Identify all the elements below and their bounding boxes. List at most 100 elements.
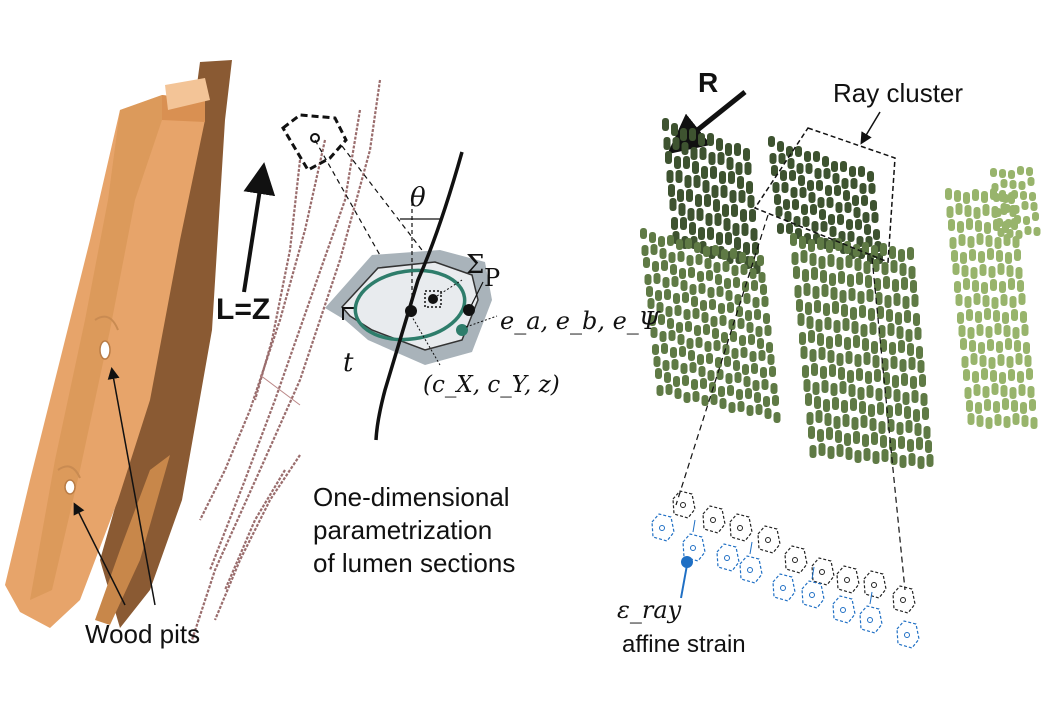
ray-segment [781, 182, 789, 193]
ray-segment [917, 360, 925, 373]
ray-segment [740, 347, 748, 358]
ray-segment [790, 187, 798, 198]
ray-segment [793, 266, 800, 279]
ray-segment [832, 301, 839, 314]
ray-segment [991, 383, 999, 395]
pit-arrow-2 [73, 502, 126, 606]
ray-segment [758, 272, 766, 283]
ray-segment [710, 166, 717, 179]
ray-segment [895, 403, 902, 416]
ray-segment [719, 171, 726, 184]
ray-segment [673, 293, 680, 304]
ray-segment [905, 420, 913, 433]
ray-segment [911, 390, 919, 403]
ray-segment [674, 388, 682, 399]
deformed-cell [859, 605, 883, 634]
ray-segment [662, 118, 669, 131]
ray-segment [682, 375, 689, 386]
ray-segment [824, 413, 832, 426]
ray-segment [976, 415, 984, 427]
cell-correspondence-link [869, 591, 873, 605]
ray-segment [871, 245, 878, 258]
ray-segment [875, 292, 883, 305]
ray-segment [979, 355, 987, 367]
ray-segment [963, 278, 970, 290]
ray-segment [1029, 399, 1036, 411]
ray-segment [743, 376, 751, 387]
ray-segment [988, 266, 996, 278]
ray-segment [758, 350, 766, 361]
projection-line-2 [341, 145, 446, 281]
ray-segment [1002, 312, 1009, 324]
ray-segment [689, 362, 697, 373]
ray-segment [827, 350, 835, 363]
ray-segment [809, 445, 817, 458]
ray-segment [967, 236, 975, 248]
ray-segment [720, 185, 728, 198]
ray-segment [893, 389, 901, 402]
ray-segment [799, 187, 807, 198]
ray-segment [821, 284, 829, 297]
ray-segment [790, 233, 797, 246]
ray-segment [665, 384, 673, 395]
ray-cluster-top-left [662, 118, 761, 274]
ray-segment [835, 430, 842, 443]
ray-segment [840, 161, 847, 172]
ray-segment [976, 324, 984, 336]
ray-segment [843, 190, 850, 201]
ray-segment [802, 216, 810, 227]
ray-segment [659, 248, 667, 259]
ray-segment [982, 295, 990, 307]
ray-segment [877, 306, 884, 319]
ray-segment [826, 240, 833, 253]
ray-segment [818, 347, 826, 360]
ray-segment [813, 151, 820, 162]
ray-segment [842, 414, 850, 427]
ray-segment [677, 189, 684, 202]
ray-segment [748, 256, 755, 267]
wood-pit-upper [99, 340, 111, 360]
ray-segment [677, 334, 685, 345]
ray-segment [970, 267, 978, 279]
ray-segment [994, 323, 1002, 335]
ray-segment [961, 356, 969, 368]
ray-segment [803, 379, 811, 392]
ray-segment [752, 380, 760, 391]
ray-segment [908, 357, 916, 370]
ray-segment [857, 291, 865, 304]
ray-segment [1023, 216, 1030, 225]
deformed-cell [651, 513, 675, 542]
ray-segment [871, 432, 878, 445]
ray-segment [764, 408, 772, 419]
ray-segment [694, 242, 701, 253]
ray-segment [743, 148, 750, 161]
ray-segment [923, 426, 931, 439]
ray-segment [804, 151, 811, 162]
ray-segment [1027, 386, 1035, 398]
ray-segment [822, 156, 829, 167]
ray-segment [994, 237, 1002, 249]
ray-segment [1029, 192, 1036, 201]
ray-segment [707, 370, 715, 381]
ray-segment [749, 268, 757, 279]
reference-cell-center [710, 517, 716, 523]
ray-segment [990, 370, 997, 382]
ray-segment [714, 213, 722, 226]
ray-segment [1032, 212, 1039, 221]
ray-segment [973, 207, 981, 219]
ray-segment [1003, 325, 1011, 337]
ray-segment [727, 385, 734, 396]
ray-segment [826, 197, 834, 208]
ray-segment [1014, 215, 1021, 224]
ray-segment [691, 379, 698, 390]
ray-segment [997, 263, 1005, 275]
ray-segment [907, 343, 914, 356]
ray-segment [851, 417, 859, 430]
ray-segment [868, 308, 875, 321]
deformed-cell [801, 580, 825, 609]
deformed-cell-center [724, 555, 730, 561]
ray-segment [957, 312, 964, 324]
ray-segment [767, 354, 775, 365]
ray-segment [1033, 227, 1041, 236]
ray-cell-sections [651, 490, 920, 649]
